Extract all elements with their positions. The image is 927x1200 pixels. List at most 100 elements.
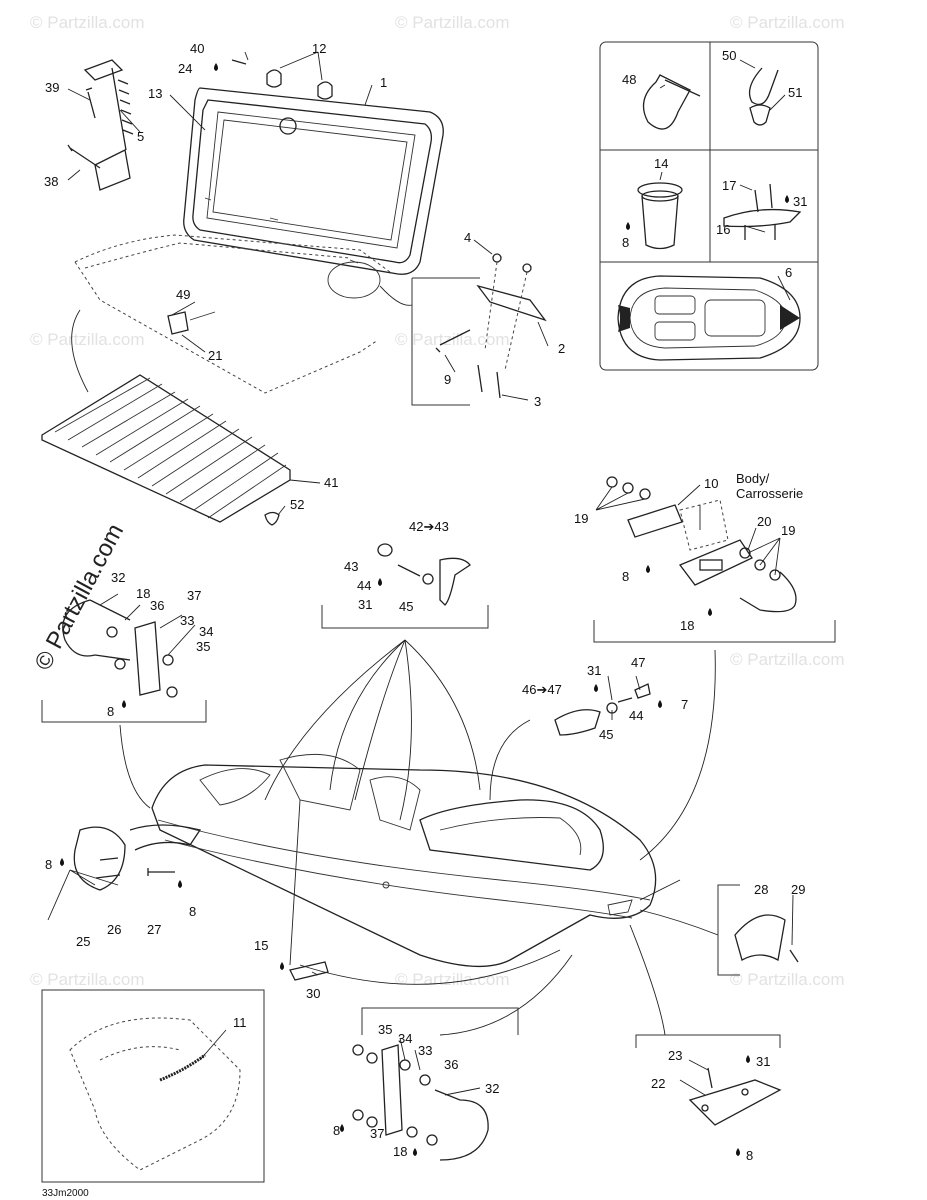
callout-label: 31 — [587, 663, 601, 678]
watermark-text: © Partzilla.com — [30, 330, 145, 349]
callout-label: 18 — [136, 586, 150, 601]
oil-drop-icon — [626, 222, 630, 230]
callout-label: 41 — [324, 475, 338, 490]
oil-drop-icon — [280, 962, 284, 970]
callout-label: 17 — [722, 178, 736, 193]
watermark-text: © Partzilla.com — [395, 970, 510, 989]
callout-label: 13 — [148, 86, 162, 101]
oil-drop-icon — [646, 565, 650, 573]
callout-label: 7 — [681, 697, 688, 712]
footrest-detail — [635, 1034, 782, 1156]
callout-label: 45 — [599, 727, 613, 742]
callout-label: 42➔43 — [409, 519, 449, 534]
watermark-text: © Partzilla.com — [395, 13, 510, 32]
callout-label: 36 — [150, 598, 164, 613]
inset-view — [41, 989, 265, 1183]
callout-label: 33 — [180, 613, 194, 628]
callout-label: 8 — [45, 857, 52, 872]
eye-bolt-assembly-upper — [41, 599, 207, 723]
callout-label: 36 — [444, 1057, 458, 1072]
callout-label: 5 — [137, 129, 144, 144]
callout-label: 51 — [788, 85, 802, 100]
oil-drop-icon — [594, 684, 598, 692]
callout-label: 37 — [370, 1126, 384, 1141]
callout-label: 24 — [178, 61, 192, 76]
body-label: Carrosserie — [736, 486, 803, 501]
callout-label: 8 — [189, 904, 196, 919]
callout-label: 48 — [622, 72, 636, 87]
callout-label: 34 — [398, 1031, 412, 1046]
callout-label: 11 — [233, 1015, 247, 1030]
callout-label: 4 — [464, 230, 471, 245]
callout-label: 31 — [756, 1054, 770, 1069]
body-label: Body/ — [736, 471, 770, 486]
boat-hull — [47, 639, 719, 1036]
callout-label: 8 — [622, 235, 629, 250]
oil-drop-icon — [413, 1148, 417, 1156]
watermark-diagonal: © Partzilla.com — [29, 519, 129, 674]
callout-label: 50 — [722, 48, 736, 63]
callout-label: 31 — [358, 597, 372, 612]
oil-drop-icon — [658, 700, 662, 708]
diagram-code: 33Jm2000 — [42, 1188, 89, 1199]
callout-label: 44 — [629, 708, 643, 723]
callout-label: 8 — [746, 1148, 753, 1163]
callout-label: 43 — [344, 559, 358, 574]
watermark-text: © Partzilla.com — [730, 650, 845, 669]
callout-label: 15 — [254, 938, 268, 953]
oil-drop-icon — [178, 880, 182, 888]
callout-label: 35 — [378, 1022, 392, 1037]
oil-drop-icon — [378, 578, 382, 586]
oil-drop-icon — [340, 1124, 344, 1132]
callout-label: 3 — [534, 394, 541, 409]
clamp-detail — [717, 884, 799, 976]
callout-label: 19 — [574, 511, 588, 526]
callout-label: 8 — [622, 569, 629, 584]
callout-labels: 1 2 3 4 5 6 7 8 8 8 8 8 8 8 9 10 11 12 1… — [42, 41, 807, 1199]
watermark-text: © Partzilla.com — [30, 970, 145, 989]
body-bracket-assembly — [593, 476, 836, 643]
callout-label: 49 — [176, 287, 190, 302]
callout-label: 25 — [76, 934, 90, 949]
callout-label: 20 — [757, 514, 771, 529]
callout-label: 28 — [754, 882, 768, 897]
callout-label: 35 — [196, 639, 210, 654]
accessory-panel — [599, 41, 819, 371]
callout-label: 8 — [333, 1123, 340, 1138]
callout-label: 9 — [444, 372, 451, 387]
watermark-text: © Partzilla.com — [730, 13, 845, 32]
storage-compartment — [41, 234, 391, 526]
oil-drop-icon — [122, 700, 126, 708]
callout-label: 1 — [380, 75, 387, 90]
watermark-text: © Partzilla.com — [730, 970, 845, 989]
oil-drop-icon — [785, 195, 789, 203]
callout-label: 2 — [558, 341, 565, 356]
callout-label: 19 — [781, 523, 795, 538]
callout-label: 22 — [651, 1076, 665, 1091]
callout-label: 47 — [631, 655, 645, 670]
callout-label: 18 — [680, 618, 694, 633]
callout-label: 10 — [704, 476, 718, 491]
callout-label: 38 — [44, 174, 58, 189]
callout-label: 8 — [107, 704, 114, 719]
callout-label: 46➔47 — [522, 682, 562, 697]
callout-label: 16 — [716, 222, 730, 237]
callout-label: 45 — [399, 599, 413, 614]
callout-label: 6 — [785, 265, 792, 280]
storage-lid-assembly — [67, 59, 444, 275]
callout-label: 40 — [190, 41, 204, 56]
oil-drop-icon — [214, 63, 218, 71]
callout-label: 30 — [306, 986, 320, 1001]
oil-drop-icon — [60, 858, 64, 866]
callout-label: 18 — [393, 1144, 407, 1159]
callout-label: 32 — [485, 1081, 499, 1096]
callout-label: 37 — [187, 588, 201, 603]
oil-drop-icon — [708, 608, 712, 616]
callout-label: 26 — [107, 922, 121, 937]
callout-label: 33 — [418, 1043, 432, 1058]
oil-drop-icon — [736, 1148, 740, 1156]
callout-label: 29 — [791, 882, 805, 897]
callout-label: 31 — [793, 194, 807, 209]
